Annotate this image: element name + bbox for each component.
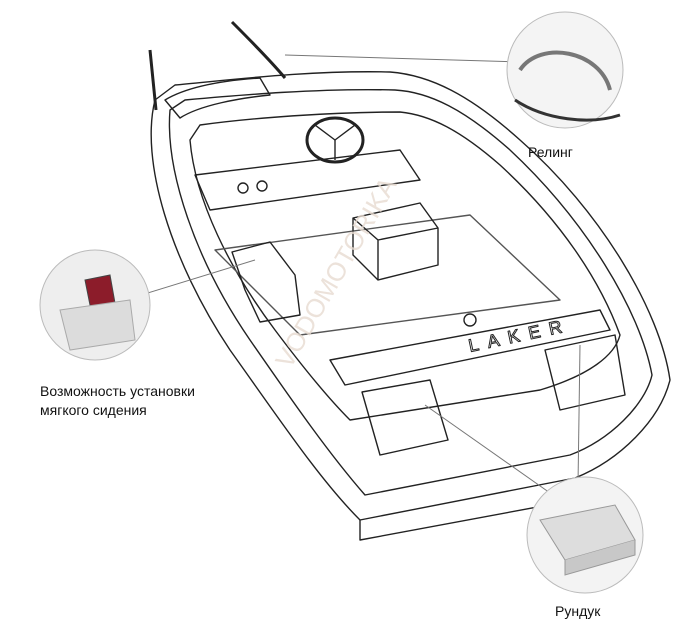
left-locker — [361, 379, 449, 456]
railing — [230, 20, 287, 79]
watermark: VODOMOTORIKA — [269, 171, 403, 373]
railing-detail — [506, 11, 624, 129]
seat-label-line1: Возможность установки — [40, 383, 195, 399]
left-seat-box — [231, 241, 301, 323]
hull-outline — [150, 71, 671, 521]
laker-brand-text: LAKER — [467, 315, 573, 356]
seat-label-line2: мягкого сидения — [40, 402, 147, 418]
locker-label: Рундук — [555, 603, 601, 619]
right-locker — [544, 334, 626, 411]
locker-detail — [526, 476, 644, 594]
seat-detail — [39, 249, 151, 361]
railing-label: Релинг — [528, 144, 573, 160]
center-seat-box — [352, 202, 439, 281]
steering-wheel — [305, 116, 365, 164]
